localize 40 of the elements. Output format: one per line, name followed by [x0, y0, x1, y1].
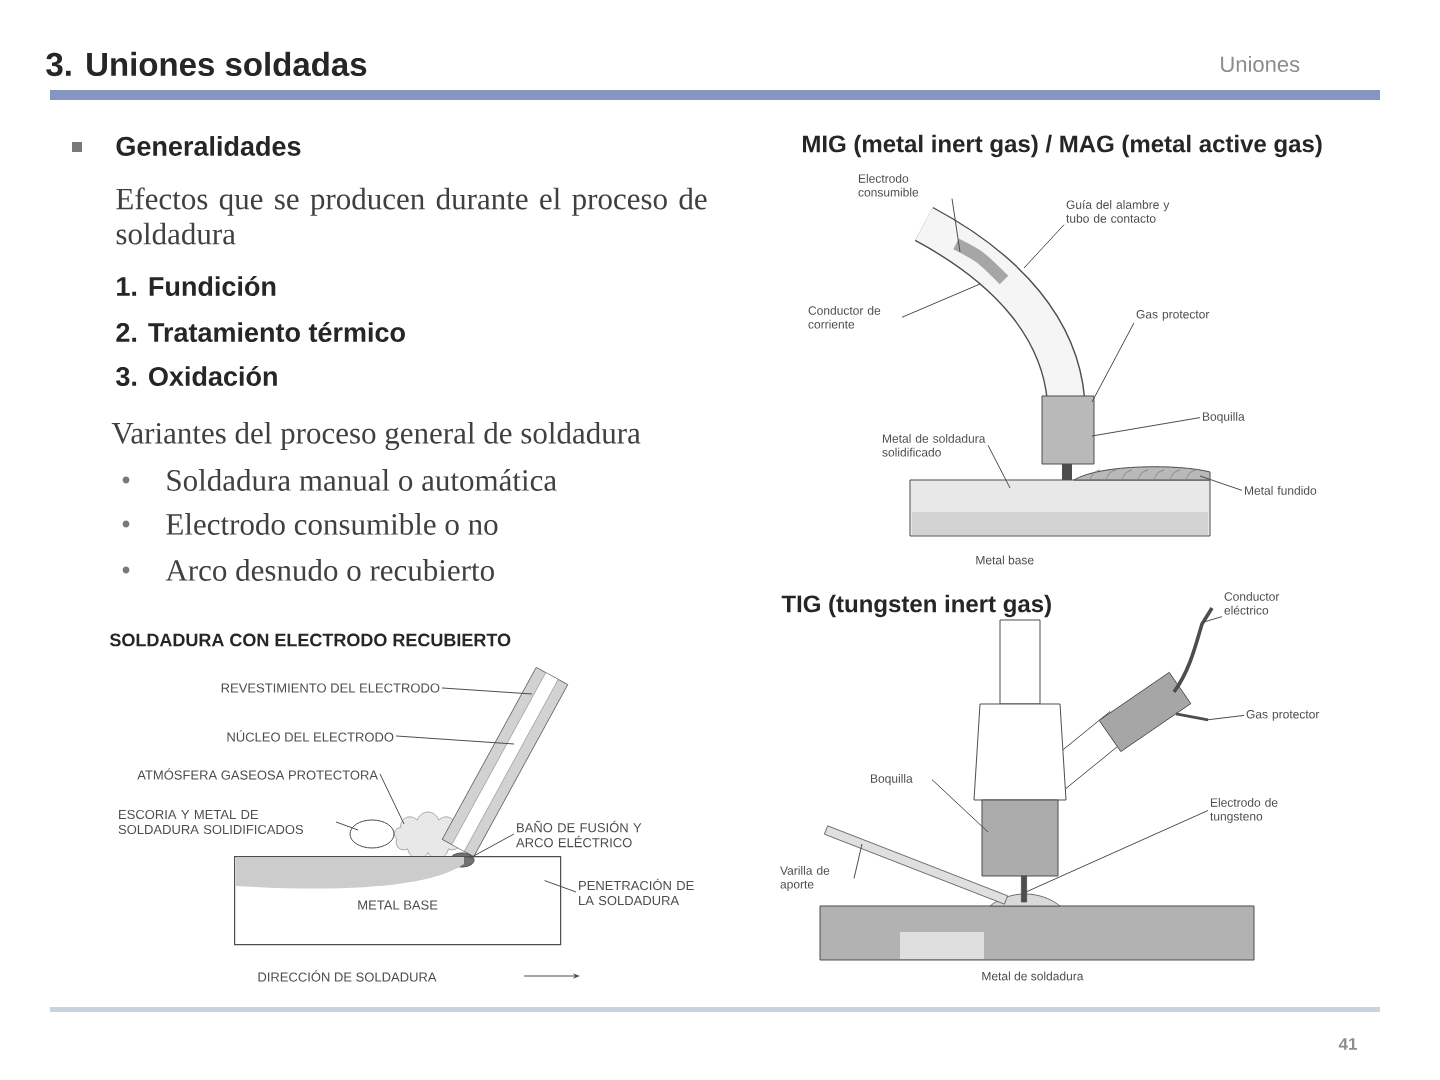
leader-line	[931, 779, 989, 833]
leader-line	[335, 821, 359, 831]
workpiece	[909, 479, 1211, 537]
torch-nozzle	[1041, 395, 1095, 480]
list-item: 1. Fundición	[117, 275, 276, 296]
leader-line	[1091, 417, 1201, 437]
leader-line	[853, 843, 863, 879]
slide-title: 3. Uniones soldadas	[46, 51, 367, 77]
leader-line	[1203, 616, 1223, 623]
list-item: 3. Oxidación	[116, 365, 277, 387]
paragraph: Efectos que se producen durante el proceso de soldadura	[116, 187, 707, 245]
torch-nozzle	[981, 799, 1059, 877]
paragraph: Variantes del proceso general de soldadura	[111, 421, 641, 451]
leader-line	[951, 198, 961, 253]
leader-line	[395, 735, 515, 745]
list-item: Soldadura manual o automática	[167, 469, 557, 491]
leader-line	[1023, 224, 1065, 269]
leader-line	[1199, 475, 1243, 491]
page-number: 41	[1338, 1038, 1357, 1050]
leader-line	[1205, 714, 1245, 721]
leader-line	[544, 880, 577, 893]
list-item: 2. Tratamiento térmico	[116, 321, 405, 342]
list-item: Arco desnudo o recubierto	[165, 559, 494, 581]
leader-line	[441, 687, 533, 695]
leader-line	[469, 833, 515, 859]
tungsten-electrode	[1021, 875, 1027, 903]
power-cable	[1172, 607, 1214, 693]
slag-bubble	[349, 819, 395, 849]
figure-title: MIG (metal inert gas) / MAG (metal active gas)	[803, 134, 1322, 158]
gas-hose	[1175, 712, 1209, 722]
figure-title: SOLDADURA CON ELECTRODO RECUBIERTO	[109, 633, 511, 647]
leader-line	[379, 773, 405, 825]
leader-line	[1091, 322, 1135, 403]
leader-line	[987, 444, 1011, 489]
figure-title: TIG (tungsten inert gas)	[781, 594, 1051, 618]
list-item: Electrodo consumible o no	[166, 513, 498, 535]
section-heading: Generalidades	[116, 136, 301, 156]
header-text: Uniones	[1221, 55, 1300, 73]
leader-line	[901, 283, 981, 318]
weld-bead	[1073, 466, 1211, 481]
